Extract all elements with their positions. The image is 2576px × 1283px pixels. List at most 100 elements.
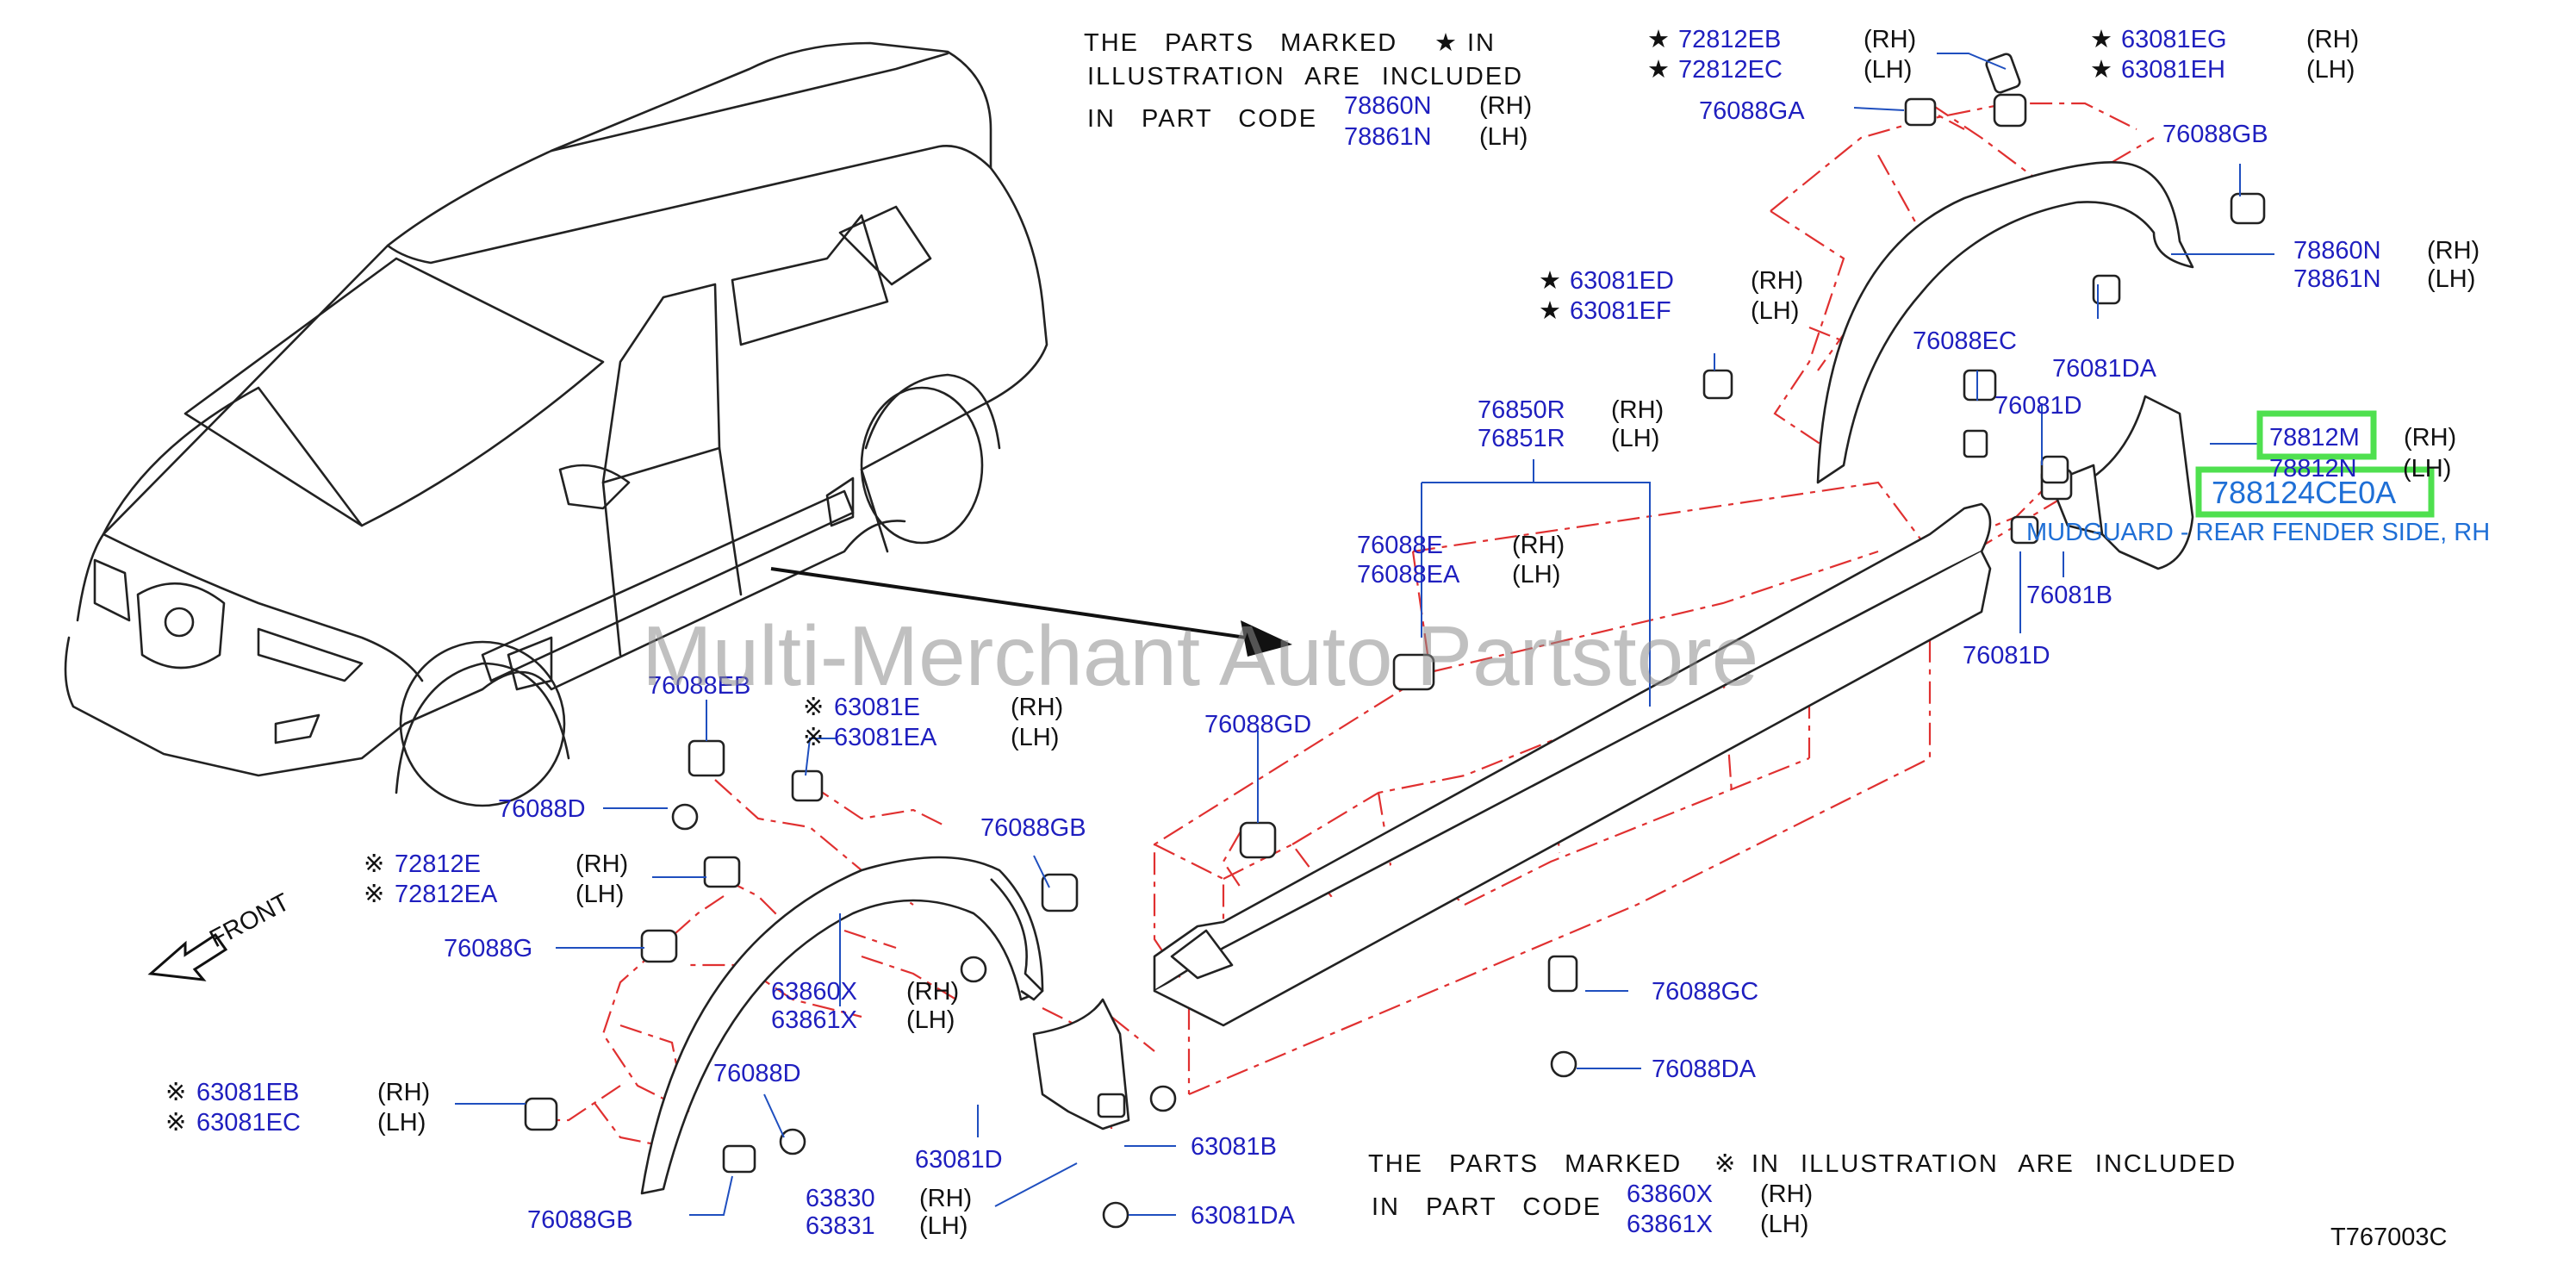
callout-76088g[interactable]: 76088G bbox=[444, 935, 532, 962]
callout-part-number[interactable]: 63860X bbox=[771, 978, 857, 1006]
callout-part-number[interactable]: 76081D bbox=[1963, 642, 2050, 670]
callout-part-number[interactable]: 63081EC bbox=[196, 1109, 301, 1137]
callout-76850r[interactable]: 76850R(RH) bbox=[1478, 396, 1664, 424]
callout-side: (LH) bbox=[1611, 425, 1659, 452]
callout-part-number[interactable]: 63081ED bbox=[1570, 267, 1674, 295]
callout-76088d[interactable]: 76088D bbox=[713, 1060, 801, 1087]
callout-part-number[interactable]: 78860N bbox=[2293, 237, 2381, 265]
callout-part-number[interactable]: 76850R bbox=[1478, 396, 1565, 424]
callout-76851r[interactable]: 76851R (LH) bbox=[1478, 425, 1659, 452]
callout-76081da[interactable]: 76081DA bbox=[2052, 355, 2157, 383]
callout-76088ga[interactable]: 76088GA bbox=[1699, 97, 1805, 125]
parts-drawings bbox=[524, 53, 2266, 1229]
rear-mudguard bbox=[2083, 395, 2194, 570]
callout-76088e[interactable]: 76088E(RH) bbox=[1357, 532, 1565, 559]
callout-76088ea[interactable]: 76088EA(LH) bbox=[1357, 561, 1560, 589]
callout-part-number[interactable]: 76088GA bbox=[1699, 97, 1805, 125]
callout-part-number[interactable]: 76081D bbox=[1994, 392, 2082, 420]
callout-part-number[interactable]: 76088EC bbox=[1913, 327, 2017, 355]
callout-63081ea[interactable]: ※63081EA(LH) bbox=[803, 724, 1059, 751]
callout-part-number[interactable]: 76081DA bbox=[2052, 355, 2157, 383]
callout-76088ec[interactable]: 76088EC bbox=[1913, 327, 2017, 355]
callout-63830[interactable]: 63830(RH) bbox=[806, 1185, 972, 1212]
callout-part-number[interactable]: 72812EA bbox=[395, 881, 498, 908]
callout-63831[interactable]: 63831(LH) bbox=[806, 1212, 968, 1240]
callout-part-number[interactable]: 76851R bbox=[1478, 425, 1565, 452]
callout-63081ef[interactable]: ★63081EF(LH) bbox=[1539, 297, 1799, 325]
callout-part-number[interactable]: 63081EB bbox=[196, 1079, 299, 1106]
callout-72812ec[interactable]: ★72812EC(LH) bbox=[1647, 56, 1912, 84]
callout-part-number[interactable]: 76088D bbox=[498, 795, 586, 823]
highlight-part-number[interactable]: 78812M bbox=[2269, 424, 2360, 452]
callout-76081d[interactable]: 76081D bbox=[1994, 392, 2082, 420]
highlight-box-code[interactable] bbox=[2195, 466, 2435, 518]
callout-63081d[interactable]: 63081D bbox=[915, 1146, 1003, 1174]
highlight-box-part[interactable] bbox=[2256, 410, 2377, 460]
callout-part-number[interactable]: 63081EA bbox=[834, 724, 937, 751]
callout-78860n[interactable]: 78860N(RH) bbox=[2293, 237, 2480, 265]
callout-part-number[interactable]: 63081DA bbox=[1191, 1202, 1296, 1230]
callout-63081b[interactable]: 63081B bbox=[1191, 1133, 1277, 1161]
callout-78861n[interactable]: 78861N(LH) bbox=[2293, 265, 2475, 293]
callout-63081ec[interactable]: ※63081EC(LH) bbox=[165, 1109, 426, 1137]
callout-part-number[interactable]: 76088G bbox=[444, 935, 532, 962]
callout-part-number[interactable]: 72812E bbox=[395, 850, 481, 878]
callout-part-number[interactable]: 76081B bbox=[2026, 582, 2112, 609]
callout-part-number[interactable]: 63081EG bbox=[2121, 26, 2227, 53]
highlight-part-code[interactable]: 788124CE0A bbox=[2212, 475, 2396, 510]
callout-part-number[interactable]: 63081B bbox=[1191, 1133, 1277, 1161]
callout-part-number[interactable]: 76088GB bbox=[527, 1206, 633, 1234]
callout-63081eh[interactable]: ★63081EH(LH) bbox=[2090, 56, 2355, 84]
callout-76081b[interactable]: 76081B bbox=[2026, 582, 2112, 609]
note-bottom-line1: THE PARTS MARKED bbox=[1368, 1150, 1682, 1178]
callout-part-number[interactable]: 76088EB bbox=[648, 672, 750, 700]
callout-76088gd[interactable]: 76088GD bbox=[1204, 711, 1311, 738]
callout-part-number[interactable]: 76088GB bbox=[980, 814, 1086, 842]
callout-part-number[interactable]: 76088GB bbox=[2162, 121, 2268, 148]
callout-part-number[interactable]: 63081E bbox=[834, 694, 920, 721]
note-top-code-2[interactable]: 78861N bbox=[1344, 123, 1432, 151]
callout-part-number[interactable]: 76088E bbox=[1357, 532, 1443, 559]
note-bottom-code-2[interactable]: 63861X bbox=[1627, 1211, 1713, 1238]
callout-63081ed[interactable]: ★63081ED(RH) bbox=[1539, 267, 1803, 295]
callout-72812e[interactable]: ※72812E(RH) bbox=[364, 850, 628, 878]
callout-part-number[interactable]: 78812N bbox=[2269, 455, 2357, 483]
callout-76088da[interactable]: 76088DA bbox=[1652, 1056, 1757, 1083]
callout-part-number[interactable]: 72812EB bbox=[1678, 26, 1781, 53]
callout-part-number[interactable]: 63081D bbox=[915, 1146, 1003, 1174]
callout-side: (RH) bbox=[2306, 26, 2359, 53]
callout-part-number[interactable]: 63830 bbox=[806, 1185, 875, 1212]
callout-part-number[interactable]: 76088DA bbox=[1652, 1056, 1757, 1083]
callout-63081eb[interactable]: ※63081EB(RH) bbox=[165, 1079, 430, 1106]
callout-63081eg[interactable]: ★63081EG(RH) bbox=[2090, 26, 2359, 53]
callout-63861x[interactable]: 63861X(LH) bbox=[771, 1006, 955, 1034]
callout-63081e[interactable]: ※63081E(RH) bbox=[803, 694, 1063, 721]
callout-76088gb[interactable]: 76088GB bbox=[2162, 121, 2268, 148]
rear-fender-molding bbox=[1816, 161, 2194, 484]
callout-76081d[interactable]: 76081D bbox=[1963, 642, 2050, 670]
note-bottom-code-1[interactable]: 63860X bbox=[1627, 1180, 1713, 1208]
callout-76088d[interactable]: 76088D bbox=[498, 795, 586, 823]
callout-76088eb[interactable]: 76088EB bbox=[648, 672, 750, 700]
front-direction-indicator: FRONT bbox=[147, 888, 295, 981]
callout-72812ea[interactable]: ※72812EA(LH) bbox=[364, 881, 624, 908]
callout-part-number[interactable]: 63861X bbox=[771, 1006, 857, 1034]
callout-76088gc[interactable]: 76088GC bbox=[1652, 978, 1758, 1006]
callout-part-number[interactable]: 76088GC bbox=[1652, 978, 1758, 1006]
callout-part-number[interactable]: 63081EF bbox=[1570, 297, 1671, 325]
note-top-code-1[interactable]: 78860N bbox=[1344, 92, 1432, 120]
callout-part-number[interactable]: 76088GD bbox=[1204, 711, 1311, 738]
callout-76088gb[interactable]: 76088GB bbox=[527, 1206, 633, 1234]
callout-part-number[interactable]: 63081EH bbox=[2121, 56, 2225, 84]
callout-part-number[interactable]: 78861N bbox=[2293, 265, 2381, 293]
callout-part-number[interactable]: 76088EA bbox=[1357, 561, 1460, 589]
callout-72812eb[interactable]: ★72812EB(RH) bbox=[1647, 26, 1916, 53]
callout-part-number[interactable]: 63831 bbox=[806, 1212, 875, 1240]
callout-part-number[interactable]: 72812EC bbox=[1678, 56, 1783, 84]
callout-76088gb[interactable]: 76088GB bbox=[980, 814, 1086, 842]
callout-part-number[interactable]: 76088D bbox=[713, 1060, 801, 1087]
callout-63081da[interactable]: 63081DA bbox=[1191, 1202, 1296, 1230]
callout-78812n[interactable]: 78812N(LH) bbox=[2269, 455, 2451, 483]
callout-63860x[interactable]: 63860X(RH) bbox=[771, 978, 959, 1006]
